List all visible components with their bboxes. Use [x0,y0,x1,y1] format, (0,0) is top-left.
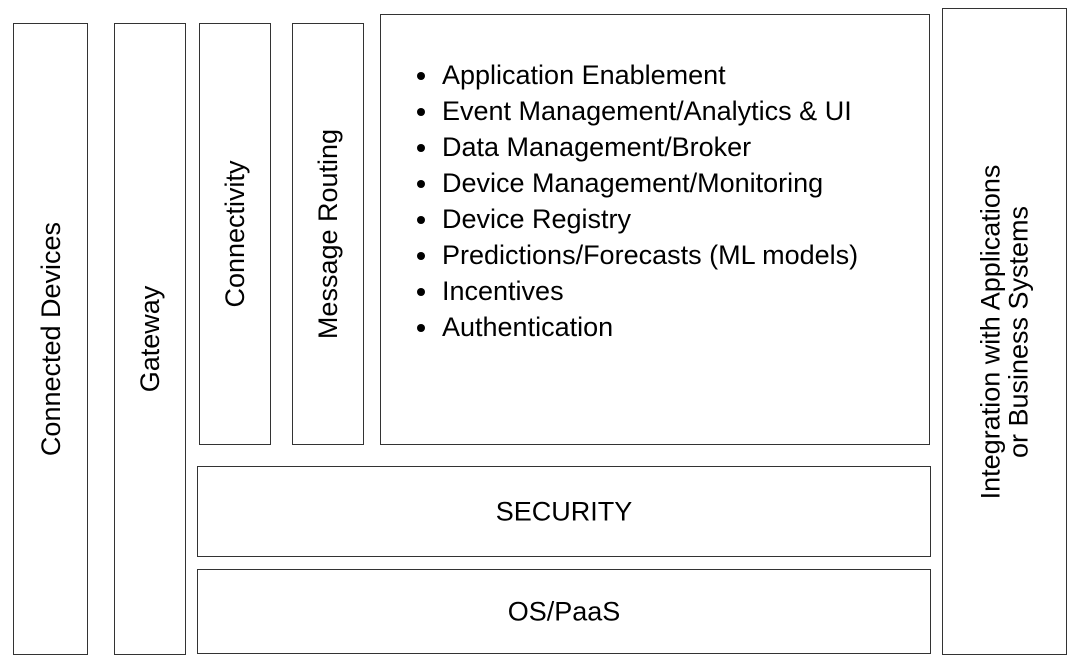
gateway-label: Gateway [134,285,165,393]
integration-block: Integration with Applications or Busines… [942,8,1067,655]
feature-item: Authentication [440,309,910,345]
connectivity-block: Connectivity [199,23,271,445]
security-label: SECURITY [495,496,633,526]
integration-label-line1: Integration with Applications [975,164,1006,499]
message-routing-block: Message Routing [292,23,364,445]
message-routing-label: Message Routing [312,128,343,340]
gateway-block: Gateway [114,23,186,655]
os-paas-label: OS/PaaS [507,596,621,626]
security-block: SECURITY [197,466,931,557]
feature-item: Device Management/Monitoring [440,165,910,201]
feature-item: Data Management/Broker [440,129,910,165]
integration-label-line2: or Business Systems [1003,205,1034,458]
feature-item: Event Management/Analytics & UI [440,93,910,129]
feature-item: Device Registry [440,201,910,237]
connected-devices-block: Connected Devices [13,23,88,655]
feature-list: Application Enablement Event Management/… [416,57,910,345]
features-block: Application Enablement Event Management/… [380,14,930,445]
feature-item: Incentives [440,273,910,309]
connectivity-label: Connectivity [219,160,250,308]
integration-label: Integration with Applications or Busines… [975,164,1034,499]
connected-devices-label: Connected Devices [35,221,66,457]
feature-item: Predictions/Forecasts (ML models) [440,237,910,273]
os-paas-block: OS/PaaS [197,569,931,654]
feature-item: Application Enablement [440,57,910,93]
